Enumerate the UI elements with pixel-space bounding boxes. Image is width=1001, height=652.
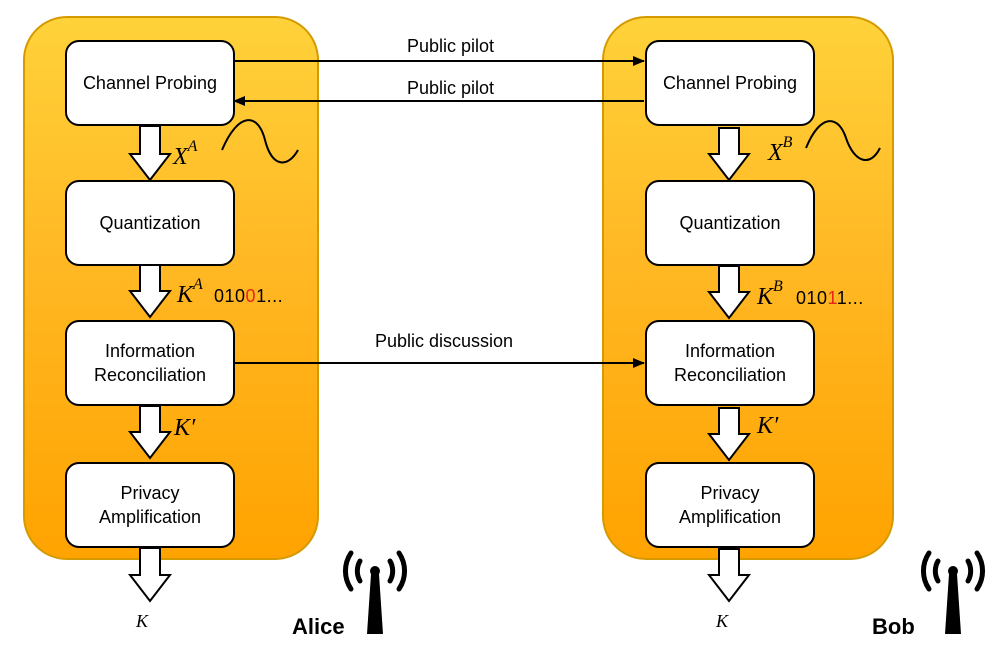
hollow-arrow-icon [127, 264, 173, 319]
hollow-arrow-icon [127, 125, 173, 182]
hollow-arrow-icon [706, 407, 752, 462]
bob-reconciled-key-label: K′ [757, 413, 779, 439]
alice-quantization-block: Quantization [65, 180, 235, 266]
alice-channel-probing-block: Channel Probing [65, 40, 235, 126]
alice-privacy-block: Privacy Amplification [65, 462, 235, 548]
pilot-to-alice-label: Public pilot [407, 78, 495, 98]
alice-name: Alice [292, 614, 345, 639]
alice-reconciliation-block: Information Reconciliation [65, 320, 235, 406]
hollow-arrow-icon [127, 547, 173, 603]
bob-name: Bob [872, 614, 915, 639]
hollow-arrow-icon [127, 405, 173, 460]
discussion-label: Public discussion [375, 331, 514, 351]
antenna-icon [921, 550, 985, 634]
bob-final-key-label: K [716, 611, 729, 631]
antenna-icon [343, 550, 407, 634]
bob-key-bits: 01011... [796, 288, 864, 308]
bob-channel-probing-block: Channel Probing [645, 40, 815, 126]
alice-key-bits: 01001... [214, 286, 284, 306]
wave-icon [221, 119, 299, 164]
hollow-arrow-icon [706, 265, 752, 320]
hollow-arrow-icon [706, 127, 752, 182]
pilot-to-bob-label: Public pilot [407, 36, 495, 56]
alice-key-label: KA [177, 276, 203, 309]
wave-icon [805, 120, 881, 161]
hollow-arrow-icon [706, 548, 752, 603]
bob-reconciliation-block: Information Reconciliation [645, 320, 815, 406]
bob-quantization-block: Quantization [645, 180, 815, 266]
bob-privacy-block: Privacy Amplification [645, 462, 815, 548]
bob-measurement-label: XB [768, 134, 793, 167]
alice-reconciled-key-label: K′ [174, 415, 196, 441]
alice-measurement-label: XA [173, 138, 198, 171]
bob-key-label: KB [757, 278, 783, 311]
alice-final-key-label: K [136, 611, 149, 631]
